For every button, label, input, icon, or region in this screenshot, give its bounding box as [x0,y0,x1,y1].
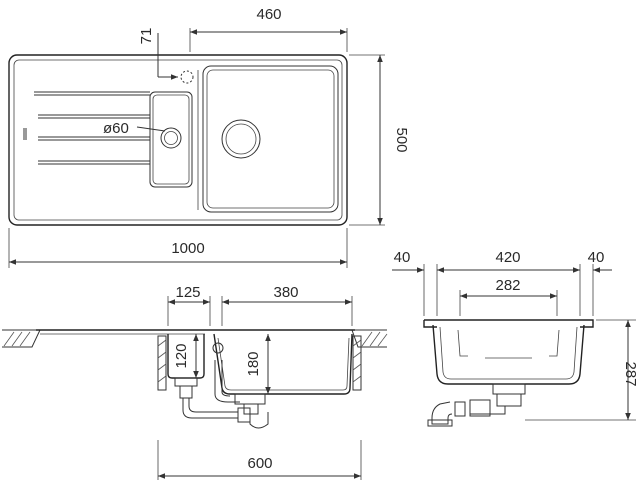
main-bowl-section [213,333,353,395]
dim-width-total-label: 1000 [171,240,204,257]
main-bowl [202,65,339,213]
dim-depth-bowl-label: 180 [245,351,262,376]
end-view: 40 420 40 282 287 [392,249,639,427]
dim-cabinet-label: 600 [247,455,272,472]
drainer-grooves [23,91,150,165]
small-waste-outlet [160,127,182,149]
dim-bowl-length-label: 380 [273,284,298,301]
main-waste-outlet [221,119,261,159]
dim-waste-diameter-label: ø60 [103,120,129,137]
tap-hole [180,70,194,84]
dim-total-depth-label: 287 [622,361,639,386]
end-bowl-section [432,324,585,385]
dim-bottom-width-label: 282 [495,277,520,294]
dim-rim-right-label: 40 [588,249,605,266]
waste-plumbing [174,360,269,429]
dim-inner-width-label: 420 [495,249,520,266]
dim-offset-label: 71 [138,28,155,45]
dim-rim-left-label: 40 [394,249,411,266]
side-view: 125 380 120 180 600 [2,284,388,480]
dim-drainer-offset-label: 125 [175,284,200,301]
dim-height-label: 500 [393,127,410,152]
end-waste-trap [427,383,526,427]
sink-outline-top [8,54,348,226]
top-view: 460 71 ø60 500 1000 [8,6,410,268]
dim-depth-small-label: 120 [173,343,190,368]
small-bowl [149,91,193,188]
dim-bowl-width-label: 460 [256,6,281,23]
